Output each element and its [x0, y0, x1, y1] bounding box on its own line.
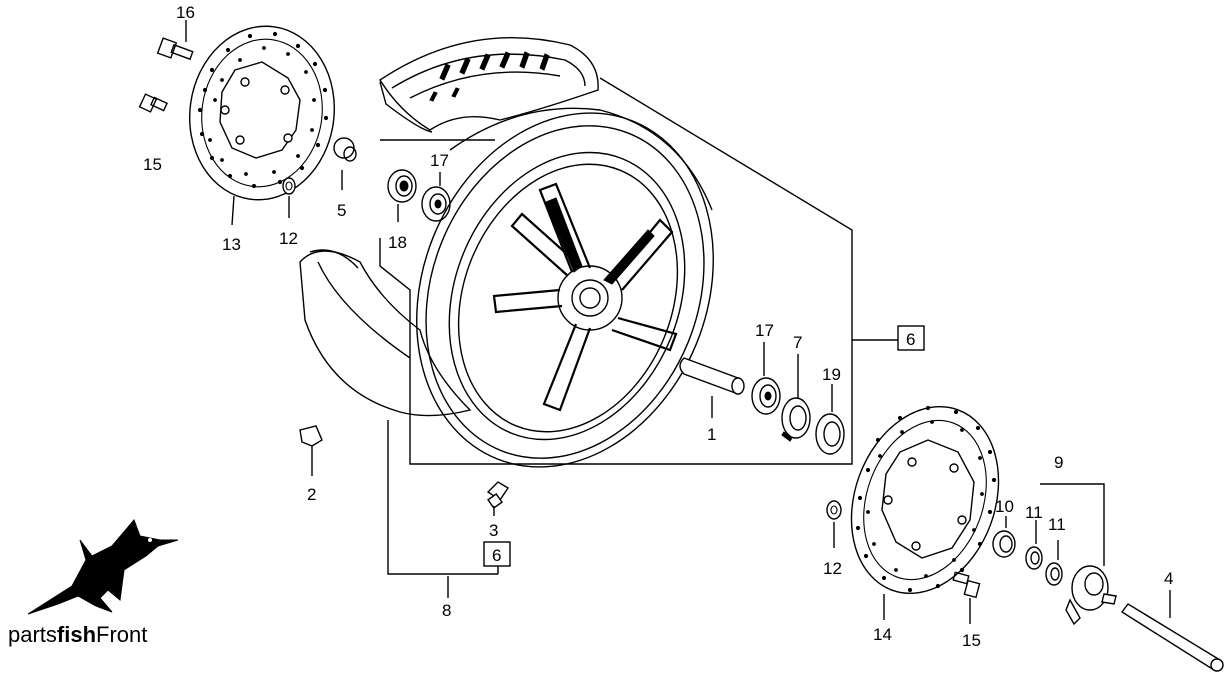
- bearing-18: [387, 169, 417, 222]
- tire-lower: [299, 249, 472, 417]
- brand-part-3: Front: [96, 622, 148, 647]
- label-12-right: 12: [823, 559, 842, 578]
- label-11-b: 11: [1048, 515, 1066, 534]
- label-5: 5: [337, 201, 346, 220]
- washer-11-a: [1025, 520, 1043, 570]
- label-14: 14: [873, 625, 892, 644]
- clip-2: [299, 425, 323, 476]
- label-17-right: 17: [755, 321, 774, 340]
- callout-labels: 16 15 13 12 5 17 18 17 7 19 1 2 3 8 12 1…: [143, 3, 1173, 650]
- label-11-a: 11: [1025, 503, 1043, 522]
- label-13: 13: [222, 235, 241, 254]
- label-16: 16: [176, 3, 195, 22]
- brand-part-1: parts: [8, 622, 57, 647]
- label-9: 9: [1054, 453, 1063, 472]
- spacer-5: [333, 137, 357, 190]
- washer-12-right: [826, 500, 842, 548]
- brand-part-2: fish: [56, 622, 97, 647]
- retainer-7: [781, 354, 811, 442]
- label-10: 10: [995, 497, 1014, 516]
- bolt-16: [156, 20, 194, 61]
- boxed-label-6-right: 6: [897, 325, 925, 351]
- bolt-15-left: [138, 93, 168, 113]
- label-4: 4: [1164, 569, 1173, 588]
- right-brake-disc: [850, 405, 1000, 620]
- axle-sleeve-1: [679, 357, 745, 418]
- label-17-left: 17: [430, 151, 449, 170]
- bearing-17-right: [751, 342, 781, 415]
- label-15-left: 15: [143, 155, 162, 174]
- label-1: 1: [707, 425, 716, 444]
- label-18: 18: [388, 233, 407, 252]
- boxed-label-6-lower: 6: [483, 541, 511, 567]
- wheel-rim: [416, 107, 714, 468]
- label-2: 2: [307, 485, 316, 504]
- washer-11-b: [1045, 540, 1063, 586]
- washer-12-left: [282, 177, 296, 218]
- label-8: 8: [442, 601, 451, 620]
- axle-4: [1120, 590, 1224, 672]
- dust-seal-19: [815, 384, 845, 455]
- label-19: 19: [822, 365, 841, 384]
- leader-frame-6: [379, 77, 898, 465]
- label-7: 7: [793, 333, 802, 352]
- valve-3: [486, 481, 509, 516]
- speedometer-gearbox-9: [1040, 483, 1117, 626]
- bearing-17-left: [421, 172, 451, 222]
- label-6-right: 6: [906, 330, 915, 349]
- bolt-15-right: [952, 571, 981, 624]
- leader-8: [387, 420, 499, 598]
- nut-10: [992, 516, 1016, 558]
- left-brake-disc: [188, 25, 336, 201]
- label-3: 3: [489, 521, 498, 540]
- label-12-left: 12: [279, 229, 298, 248]
- tire-tread: [379, 37, 599, 133]
- label-15-right: 15: [962, 631, 981, 650]
- swordfish-logo-icon: [27, 519, 179, 615]
- brand-wordmark: partsfishFront: [8, 622, 147, 648]
- label-6-lower: 6: [492, 546, 501, 565]
